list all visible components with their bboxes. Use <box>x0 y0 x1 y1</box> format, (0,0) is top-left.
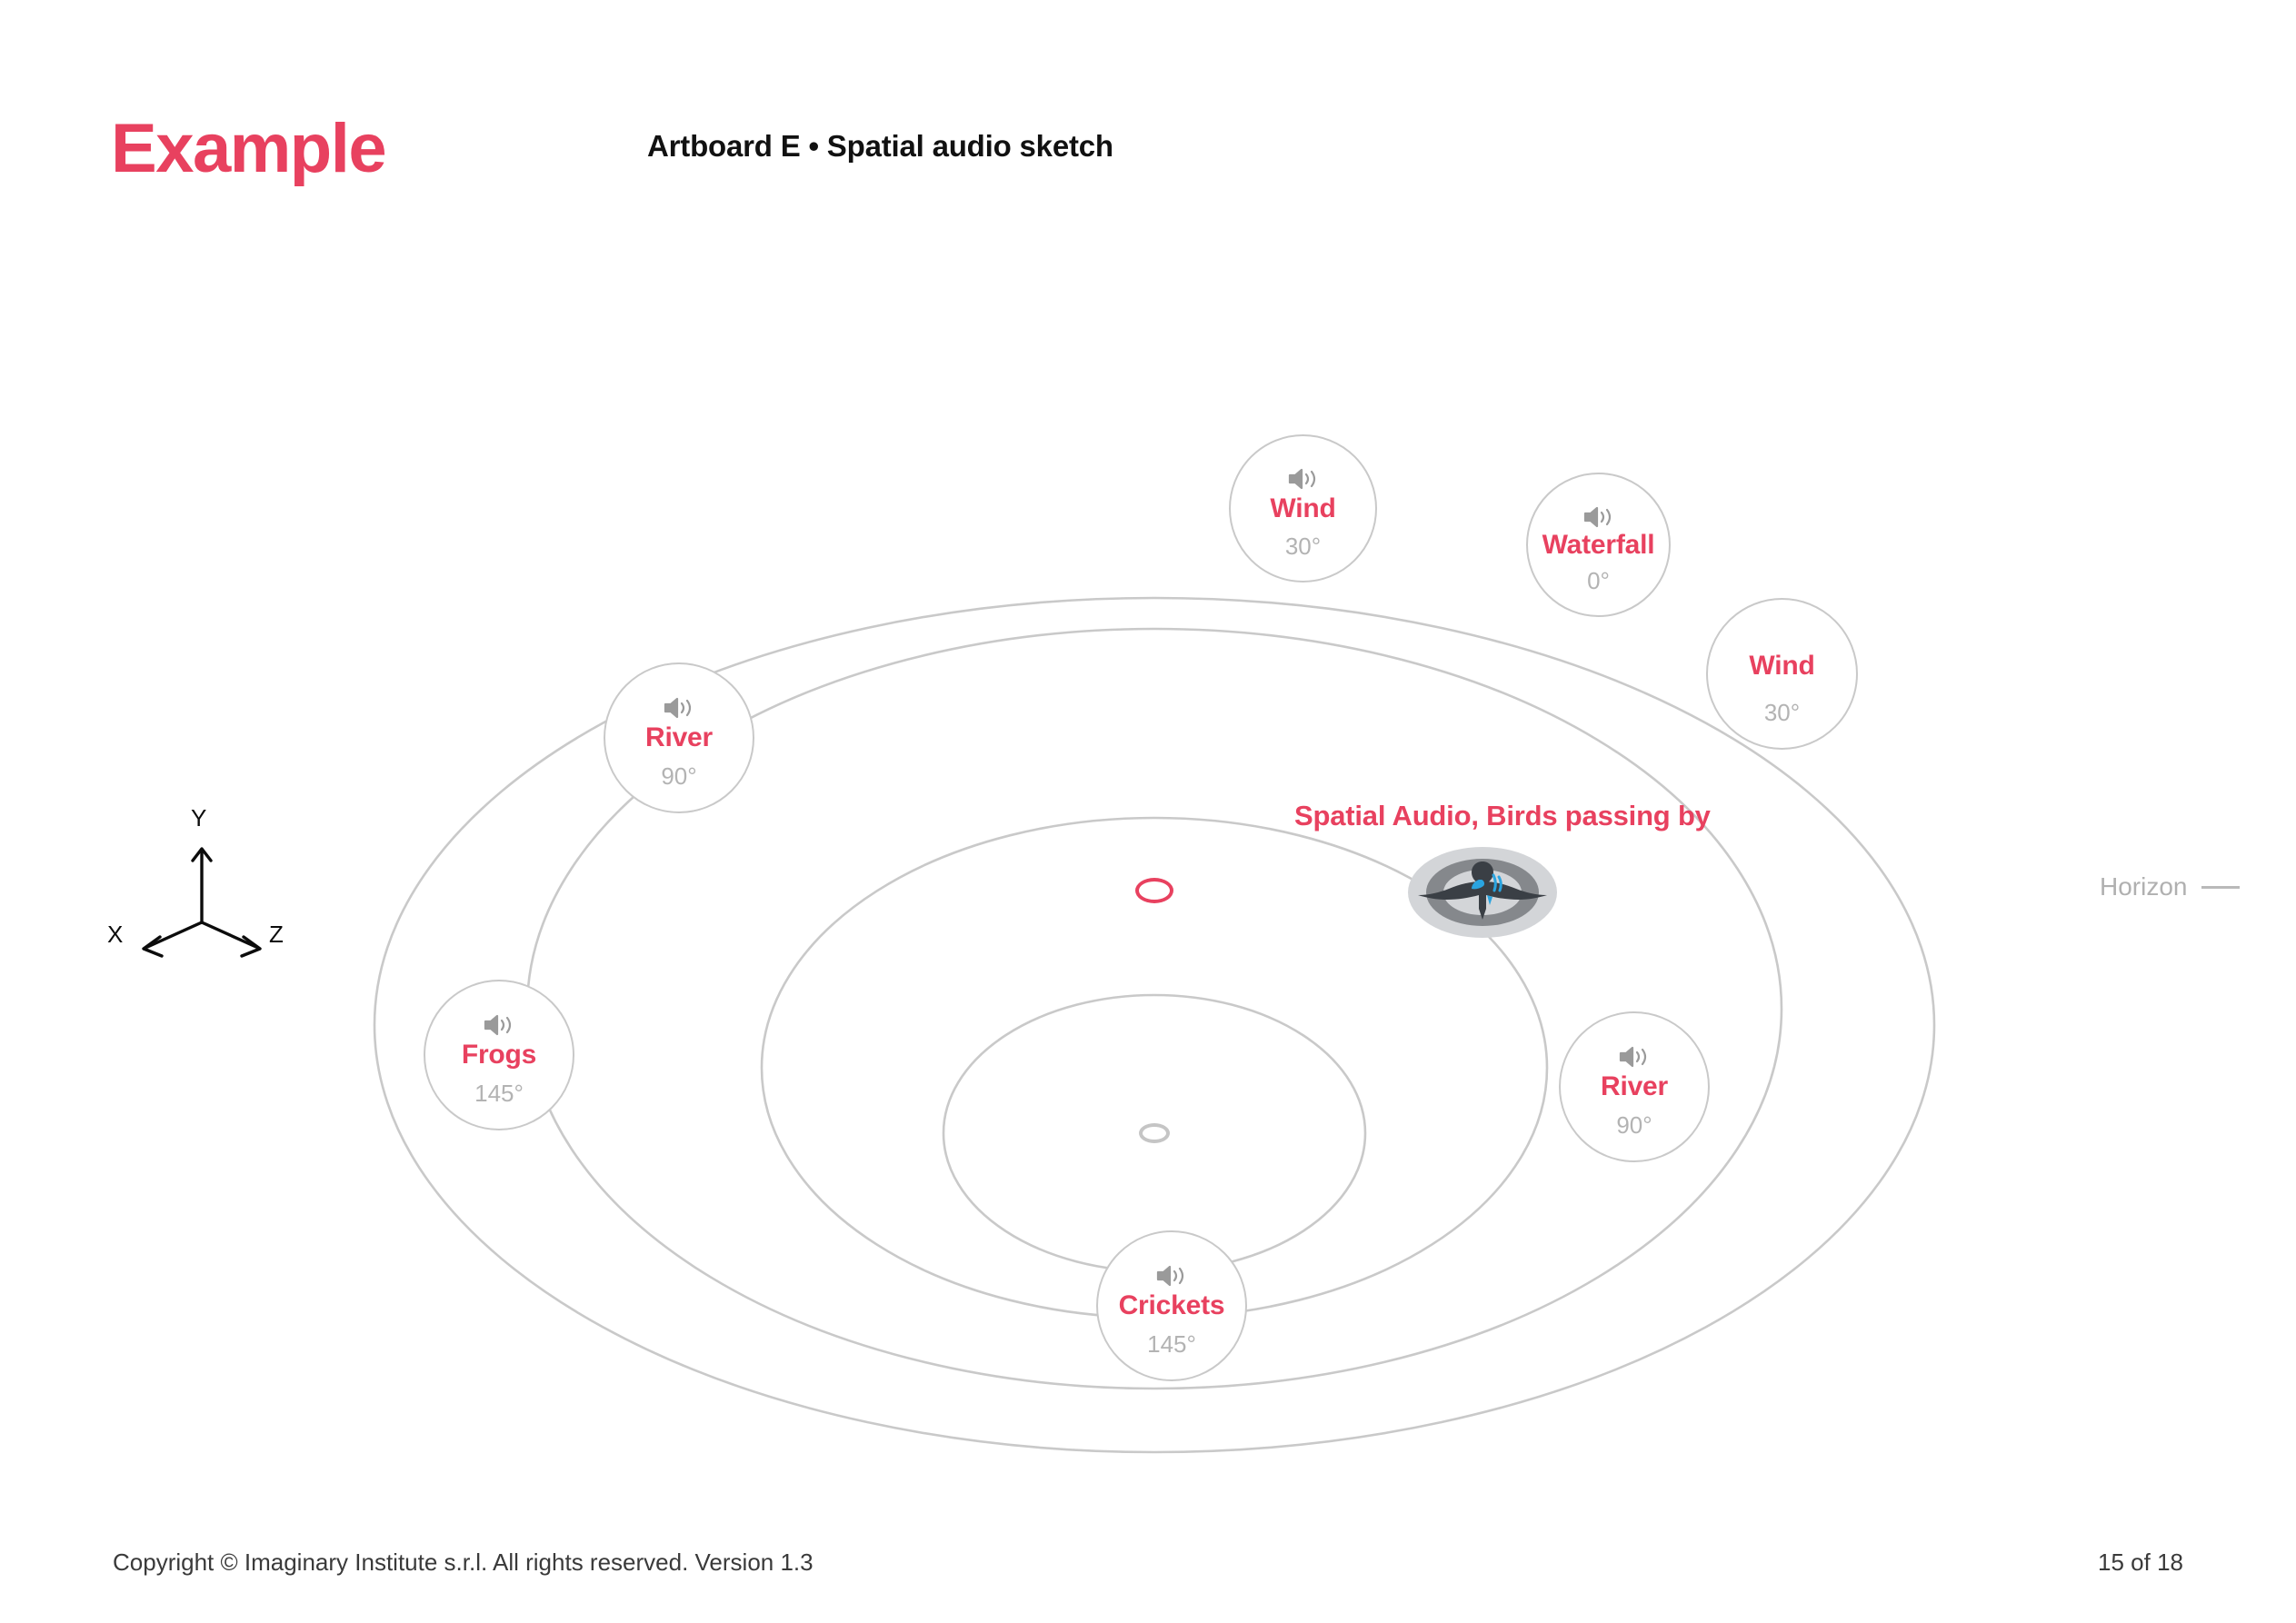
gray-marker-ellipse <box>1139 1123 1170 1143</box>
axis-label-x: X <box>107 921 124 948</box>
speaker-wave-icon <box>663 695 695 721</box>
source-label: Waterfall <box>1542 529 1655 560</box>
source-angle: 0° <box>1587 567 1610 595</box>
source-angle: 90° <box>1616 1111 1652 1140</box>
source-bubble-river-left[interactable]: River 90° <box>604 662 754 813</box>
speaker-wave-icon <box>483 1012 515 1038</box>
source-label: Wind <box>1270 493 1336 523</box>
source-label: River <box>644 722 714 752</box>
speaker-wave-icon <box>1155 1263 1188 1289</box>
artboard-subtitle: Artboard E • Spatial audio sketch <box>647 129 1113 163</box>
horizon-legend: Horizon <box>2100 872 2241 901</box>
pink-marker-ellipse <box>1135 878 1173 903</box>
source-angle: 30° <box>1763 699 1801 727</box>
outer-ring <box>373 596 1936 1454</box>
speaker-wave-icon <box>1287 466 1320 492</box>
source-bubble-frogs[interactable]: Frogs 145° <box>424 980 574 1130</box>
source-label: Frogs <box>461 1040 537 1070</box>
speaker-wave-icon <box>1582 504 1615 530</box>
axis-gizmo-arrows <box>142 847 262 958</box>
bird-spatial-audio-icon[interactable] <box>1407 845 1558 940</box>
bird-caption: Spatial Audio, Birds passing by <box>1294 800 1711 831</box>
source-angle: 90° <box>661 762 697 791</box>
horizon-label: Horizon <box>2100 872 2188 901</box>
source-bubble-waterfall[interactable]: Waterfall 0° <box>1526 473 1671 617</box>
source-label: River <box>1600 1071 1669 1101</box>
footer-copyright: Copyright © Imaginary Institute s.r.l. A… <box>113 1548 814 1576</box>
page-title: Example <box>111 110 387 187</box>
axis-label-y: Y <box>191 804 207 831</box>
source-label: Crickets <box>1118 1290 1225 1320</box>
speaker-wave-icon <box>1618 1044 1651 1070</box>
footer-pagination: 15 of 18 <box>2098 1548 2183 1576</box>
source-bubble-wind-top[interactable]: Wind 30° <box>1229 434 1377 582</box>
source-bubble-crickets[interactable]: Crickets 145° <box>1096 1230 1247 1381</box>
source-angle: 145° <box>1147 1330 1196 1359</box>
source-angle: 145° <box>474 1080 524 1108</box>
axis-gizmo: Y X Z <box>107 804 298 968</box>
source-label: Wind <box>1749 651 1815 682</box>
source-angle: 30° <box>1284 532 1322 560</box>
horizontal-line-icon <box>2201 885 2241 889</box>
source-bubble-wind-right[interactable]: Wind 30° <box>1706 598 1858 750</box>
source-bubble-river-right[interactable]: River 90° <box>1559 1011 1710 1162</box>
axis-label-z: Z <box>269 921 284 948</box>
